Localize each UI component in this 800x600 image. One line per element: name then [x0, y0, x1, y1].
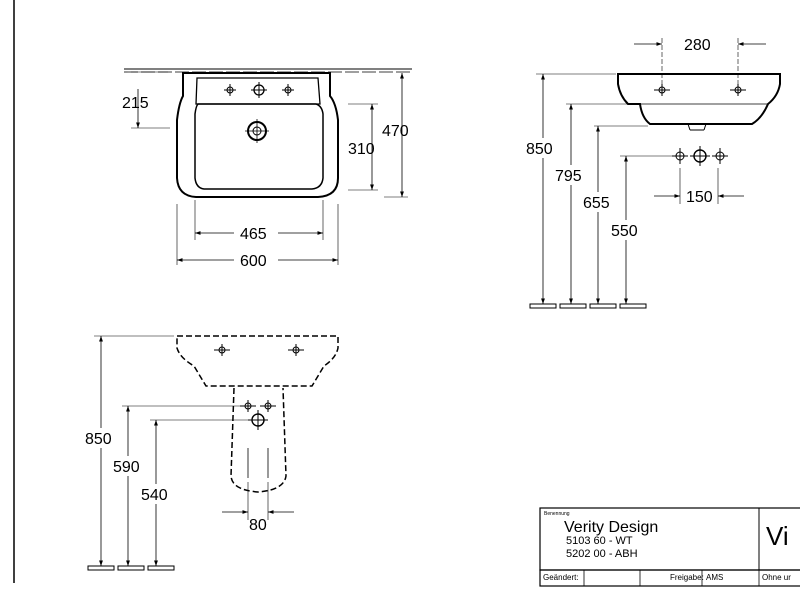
- basin-dashed-outline: [176, 335, 339, 387]
- dim-label-80: 80: [249, 517, 267, 534]
- dim-label-600: 600: [240, 253, 267, 270]
- note-partial: Ohne ur: [762, 573, 791, 582]
- front-view: [124, 68, 412, 265]
- tap-deck: [195, 77, 321, 105]
- dim-label-280: 280: [684, 37, 711, 54]
- side-view: [529, 38, 781, 309]
- pedestal-dashed-outline: [230, 387, 287, 493]
- tap-hole-icon: [224, 82, 294, 98]
- dim-label-655: 655: [583, 195, 610, 212]
- label-freigabe: Freigabe:: [670, 573, 704, 582]
- dim-label-465: 465: [240, 226, 267, 243]
- basin-outline: [176, 72, 339, 198]
- dim-label-550: 550: [611, 223, 638, 240]
- dim-label-590: 590: [113, 459, 140, 476]
- pedestal-hole-icon: [214, 344, 304, 430]
- product-code-wt: 5103 60 - WT: [566, 535, 633, 547]
- dim-label-150: 150: [686, 189, 713, 206]
- dim-label-795: 795: [555, 168, 582, 185]
- title-block: Benennung Verity Design 5103 60 - WT 520…: [539, 507, 800, 587]
- front-view-labels: 215 310 470 465 600: [122, 95, 409, 270]
- basin-side-profile: [617, 73, 781, 125]
- dim-label-pedestal-850: 850: [85, 431, 112, 448]
- product-code-abh: 5202 00 - ABH: [566, 548, 638, 560]
- dim-label-side-850: 850: [526, 141, 553, 158]
- label-geaendert: Geändert:: [543, 573, 579, 582]
- connection-hole-icon: [672, 146, 728, 166]
- pedestal-floor-line: [87, 565, 175, 571]
- label-benennung: Benennung: [544, 511, 570, 517]
- dim-label-215: 215: [122, 95, 149, 112]
- dim-label-470: 470: [382, 123, 409, 140]
- brand-logo-partial: Vi: [766, 521, 789, 551]
- side-view-labels: 280 850 795 655 550 150: [525, 37, 713, 240]
- basin-bowl: [194, 103, 324, 190]
- side-hole-icon: [654, 84, 746, 96]
- product-name: Verity Design: [564, 519, 658, 536]
- freigabe-value: AMS: [706, 573, 723, 582]
- dim-label-310: 310: [348, 141, 375, 158]
- pedestal-view-labels: 850 590 540 80: [84, 428, 267, 534]
- floor-line: [529, 303, 647, 309]
- dim-label-540: 540: [141, 487, 168, 504]
- pedestal-view: [87, 335, 339, 571]
